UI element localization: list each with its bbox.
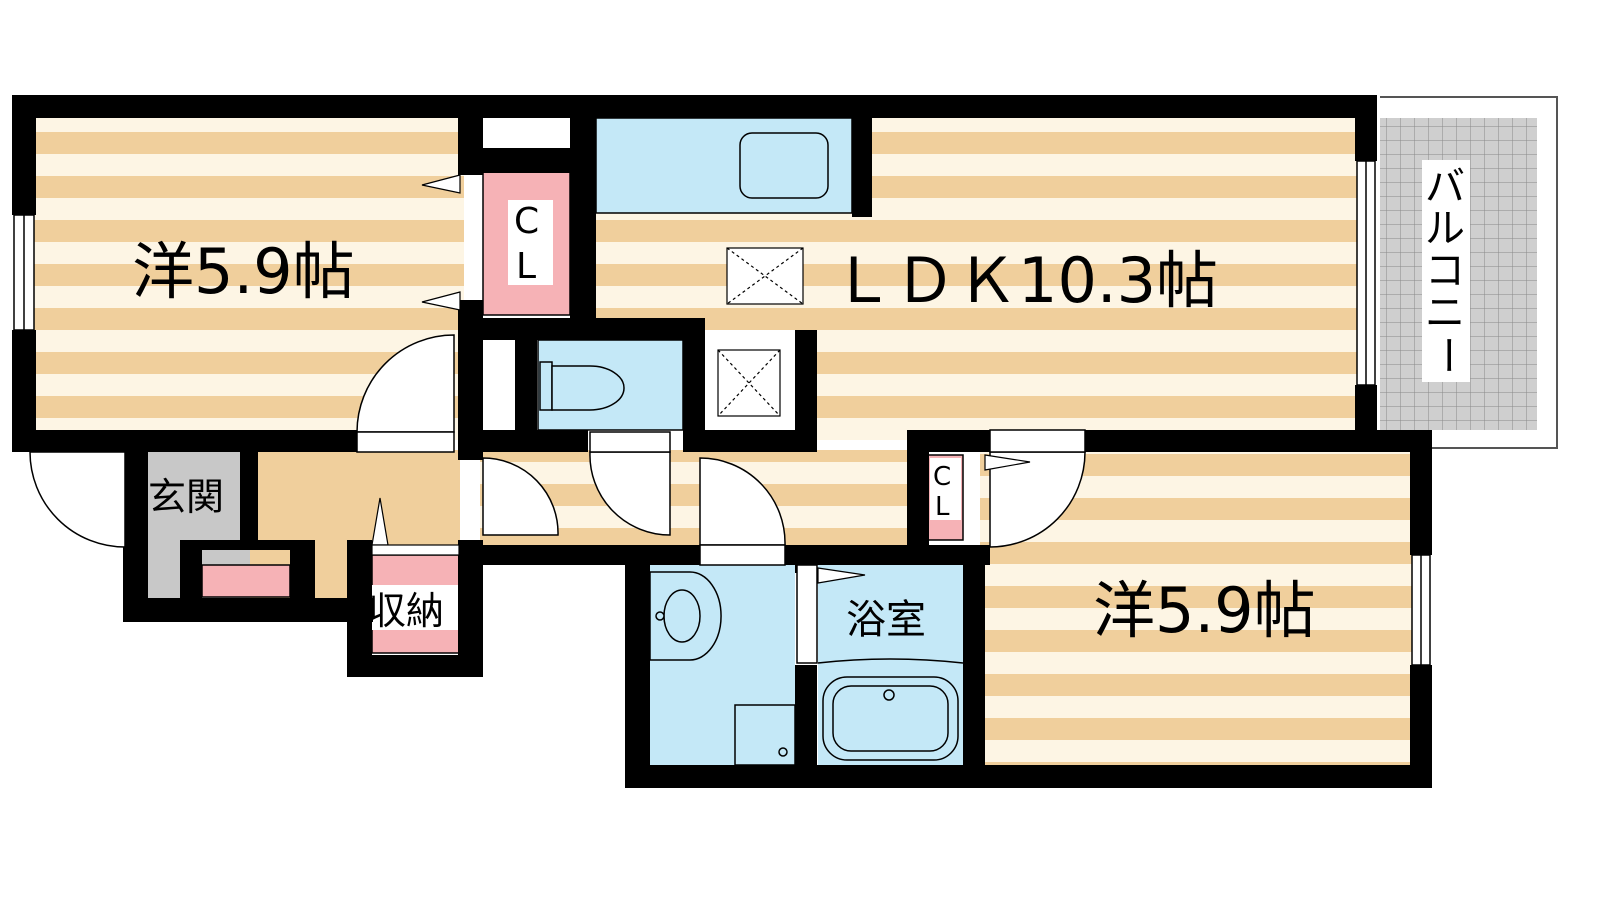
- closet-small-label-bg: [930, 458, 961, 520]
- washbasin-icon: [649, 571, 722, 661]
- balcony-rail: [1380, 96, 1558, 449]
- room-label-storage: 収納: [368, 589, 444, 633]
- sliding-indicators: [371, 174, 1031, 584]
- closet-top-shelf: [483, 118, 570, 148]
- storage-label-bg: [368, 585, 460, 630]
- closet-small-label-l: L: [935, 492, 950, 522]
- bathroom-step: [817, 658, 964, 664]
- closet-small-label-c: C: [933, 462, 951, 492]
- ldk-floor-lower: [810, 320, 1370, 440]
- shoe-cabinet: [201, 564, 291, 598]
- bathtub-icon: [822, 676, 959, 761]
- doors: [29, 334, 1086, 664]
- closet-top-label-l: L: [516, 246, 536, 287]
- storage-space-icon: [717, 349, 781, 417]
- room-label-bathroom: 浴室: [846, 597, 926, 643]
- room-label-ldk: ＬＤＫ10.3帖: [832, 244, 1218, 317]
- closet-top-label-c: C: [514, 201, 539, 242]
- balcony-char: ー: [1424, 335, 1470, 375]
- refrigerator-space-icon: [726, 247, 804, 305]
- balcony-label-bg: [1422, 160, 1470, 382]
- sink-icon: [739, 132, 829, 199]
- balcony-char: ニ: [1425, 290, 1465, 336]
- toilet-storage: [483, 340, 515, 430]
- walls: [12, 95, 1432, 788]
- balcony-label: バ ル コ ニ ー: [1424, 164, 1470, 375]
- room-label-western-right: 洋5.9帖: [1093, 574, 1316, 647]
- windows: [13, 160, 1431, 666]
- toilet-icon: [539, 361, 625, 411]
- balcony-char: コ: [1425, 248, 1465, 294]
- washing-machine-space: [734, 704, 796, 766]
- drain-icon: [778, 747, 788, 757]
- room-label-entrance: 玄関: [148, 475, 224, 519]
- balcony-char: ル: [1425, 206, 1465, 252]
- closet-top-label-bg: [508, 200, 553, 285]
- room-label-western-left: 洋5.9帖: [132, 235, 355, 308]
- balcony-char: バ: [1425, 164, 1465, 210]
